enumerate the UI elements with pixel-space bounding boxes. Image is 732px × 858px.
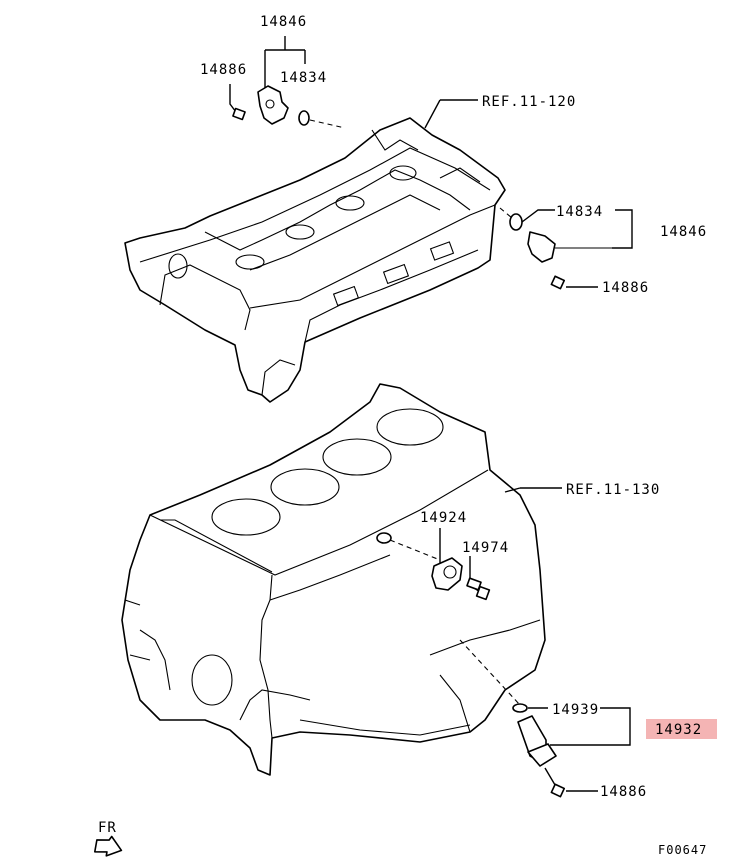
label-14924: 14924: [420, 510, 467, 526]
cylinder-head: [124, 117, 506, 403]
figure-code: F00647: [658, 843, 707, 857]
top-cam-sensor-group: [229, 36, 346, 129]
knock-sensor-group: [376, 528, 491, 601]
highlight-14932: [646, 719, 717, 739]
label-14834-top: 14834: [280, 70, 327, 86]
label-fr: FR: [98, 820, 117, 836]
label-14939: 14939: [552, 702, 599, 718]
label-14846-right: 14846: [660, 224, 707, 240]
label-14834-right: 14834: [556, 204, 603, 220]
fr-arrow-icon: [93, 835, 123, 857]
right-cam-sensor-group: [424, 99, 633, 290]
label-14974: 14974: [462, 540, 509, 556]
label-14846-top: 14846: [260, 14, 307, 30]
label-14886-bottom: 14886: [600, 784, 647, 800]
cylinder-block: [121, 383, 546, 776]
label-ref-block: REF.11-130: [566, 482, 660, 498]
sensor-14932-group: [459, 639, 631, 798]
label-14886-top: 14886: [200, 62, 247, 78]
label-14886-right: 14886: [602, 280, 649, 296]
block-leaders: [504, 487, 562, 493]
label-14932: 14932: [655, 722, 702, 738]
label-ref-head: REF.11-120: [482, 94, 576, 110]
